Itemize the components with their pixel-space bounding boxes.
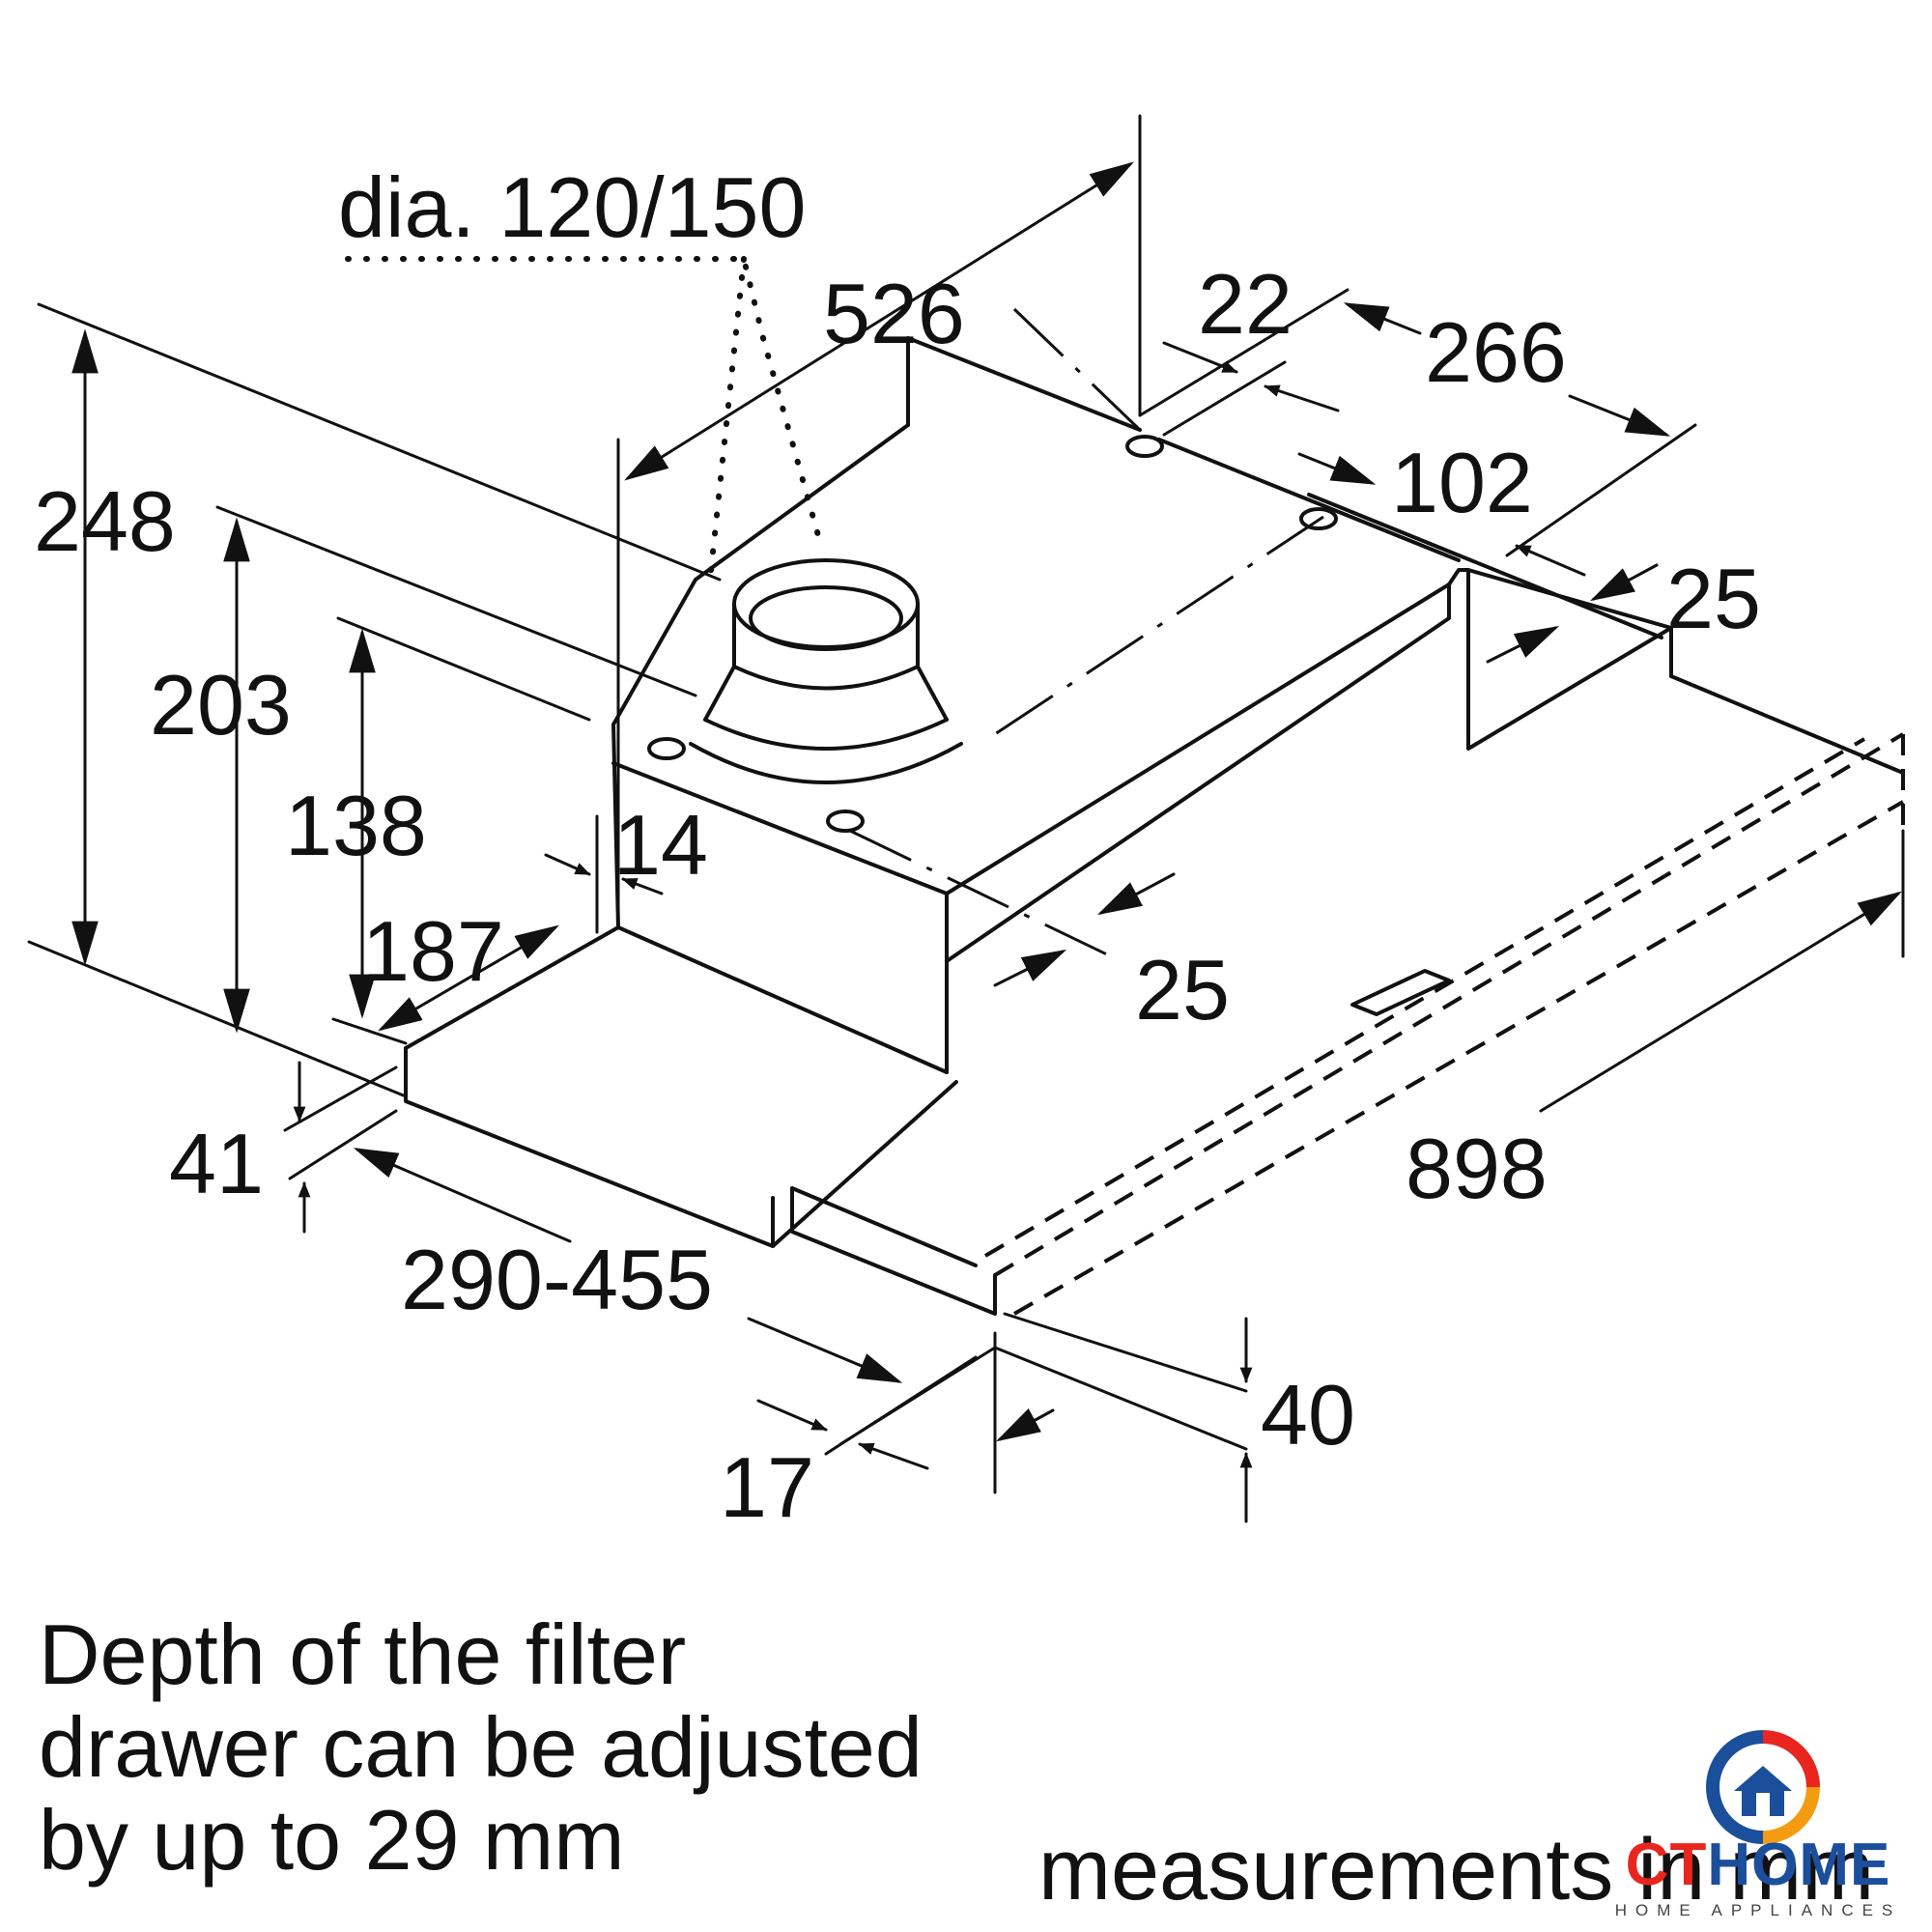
label-22: 22 [1198,256,1293,352]
dimension-labels: dia. 120/150 526 248 203 138 14 187 41 2… [34,159,1761,1535]
label-248: 248 [34,473,176,569]
house-logo-icon [1705,1730,1820,1844]
note-line: by up to 29 mm [39,1792,625,1888]
duct-collar [689,558,963,784]
label-266: 266 [1425,304,1567,400]
label-14: 14 [613,797,708,893]
dimension-lines [27,114,1905,1523]
label-41: 41 [169,1116,264,1211]
label-17: 17 [720,1439,814,1535]
label-102: 102 [1391,435,1533,530]
label-25-right: 25 [1666,551,1761,646]
label-25-front: 25 [1135,942,1230,1037]
units-label: measurements in mm [1038,1822,1875,1918]
cthome-logo: CTHOME HOME APPLIANCES [1594,1729,1922,1927]
label-526: 526 [823,266,965,361]
label-290-455: 290-455 [401,1232,713,1327]
label-187: 187 [362,903,504,999]
logo-word-ct: CT [1625,1832,1708,1898]
note-line: drawer can be adjusted [39,1699,923,1795]
label-203: 203 [150,657,292,753]
label-duct-diameter: dia. 120/150 [338,159,806,255]
logo-word-home: HOME [1707,1832,1891,1898]
logo-wordmark: CTHOME [1594,1831,1922,1899]
label-898: 898 [1406,1121,1548,1216]
adjustment-note: Depth of the filter drawer can be adjust… [39,1608,1101,1887]
logo-tagline: HOME APPLIANCES [1614,1901,1902,1919]
hood-body [404,307,1905,1316]
note-line: Depth of the filter [39,1606,687,1702]
label-138: 138 [285,778,427,873]
label-40: 40 [1261,1367,1355,1463]
